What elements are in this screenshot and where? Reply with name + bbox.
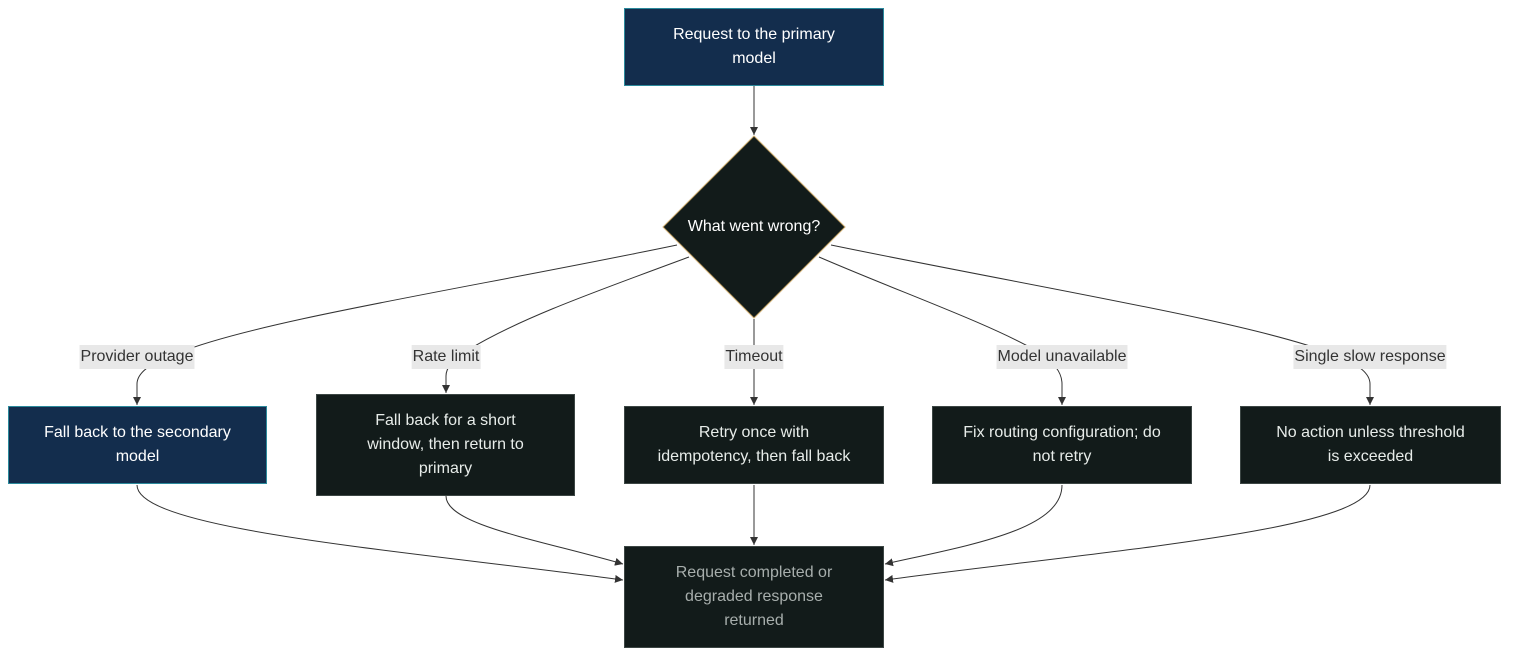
secondary-model-node: Fall back to the secondary model xyxy=(8,406,267,484)
end-node-label: Request completed or degraded response r… xyxy=(675,564,833,629)
edge-decision-to-no-action xyxy=(830,244,1374,405)
retry-node-label: Retry once with idempotency, then fall b… xyxy=(657,424,851,465)
start-node: Request to the primary model xyxy=(624,8,884,86)
edge-label-rate-limit: Rate limit xyxy=(411,345,481,369)
edge-model-unavailable-to-end xyxy=(884,484,1063,567)
decision-diamond xyxy=(662,135,846,319)
start-node-label: Request to the primary model xyxy=(673,26,835,67)
edge-decision-to-short-window xyxy=(442,256,690,393)
retry-node: Retry once with idempotency, then fall b… xyxy=(624,406,884,484)
short-window-node-label: Fall back for a short window, then retur… xyxy=(367,412,524,477)
edge-decision-to-model-unavailable xyxy=(818,256,1066,405)
short-window-node: Fall back for a short window, then retur… xyxy=(316,394,575,496)
fix-routing-node: Fix routing configuration; do not retry xyxy=(932,406,1192,484)
decision-node: What went wrong? xyxy=(663,136,845,318)
no-action-node-label: No action unless threshold is exceeded xyxy=(1276,424,1465,465)
decision-node-label: What went wrong? xyxy=(687,218,821,235)
edge-no-action-to-end xyxy=(884,484,1371,583)
edge-label-single-slow-response: Single slow response xyxy=(1293,345,1447,369)
edge-label-timeout: Timeout xyxy=(724,345,784,369)
end-node: Request completed or degraded response r… xyxy=(624,546,884,648)
edge-secondary-to-end xyxy=(136,484,624,583)
edge-short-window-to-end xyxy=(445,495,624,566)
edge-decision-to-secondary xyxy=(133,244,678,405)
edge-label-provider-outage: Provider outage xyxy=(79,345,195,369)
fix-routing-node-label: Fix routing configuration; do not retry xyxy=(963,424,1161,465)
secondary-model-node-label: Fall back to the secondary model xyxy=(44,424,231,465)
no-action-node: No action unless threshold is exceeded xyxy=(1240,406,1501,484)
edge-label-model-unavailable: Model unavailable xyxy=(996,345,1128,369)
